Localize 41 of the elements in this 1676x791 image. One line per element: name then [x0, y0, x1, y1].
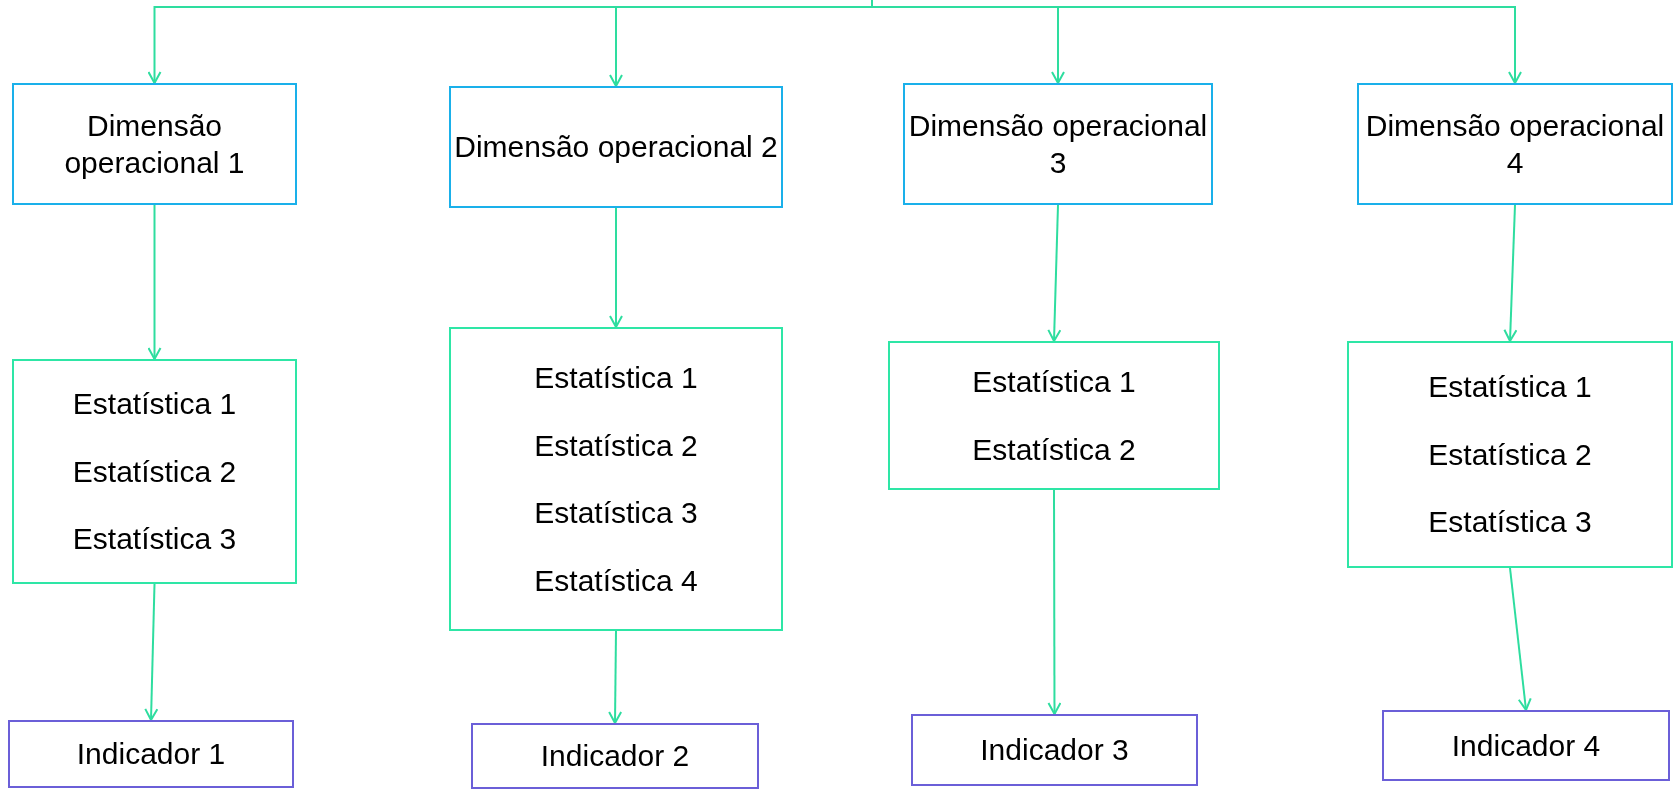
arrow [1503, 204, 1518, 342]
arrow [608, 630, 623, 724]
box-text: Estatística 1 [972, 364, 1136, 400]
box-text: Indicador 1 [76, 736, 226, 773]
dimension-box [1357, 83, 1673, 205]
box-text: Dimensão operacional 3 [907, 107, 1209, 181]
dimension-box [903, 83, 1213, 205]
box-text: Estatística 1 [534, 360, 698, 396]
statistics-box [12, 359, 297, 584]
dimension-box [12, 83, 297, 205]
indicator-box [8, 720, 294, 788]
box-text: Estatística 2 [534, 427, 698, 464]
box-text: Dimensão operacional 1 [63, 107, 246, 181]
box-text: Estatística 3 [1428, 504, 1592, 541]
arrow [1509, 567, 1532, 711]
box-text: Estatística 1 [72, 386, 237, 423]
statistics-box [888, 341, 1220, 490]
box-text: Estatística 4 [534, 562, 698, 599]
indicator-box [471, 723, 759, 789]
statistics-box [449, 327, 783, 631]
arrow [1047, 204, 1062, 342]
dimension-box [449, 86, 783, 208]
box-text: Estatística 3 [72, 521, 237, 558]
arrow [144, 583, 159, 721]
indicator-box [911, 714, 1198, 786]
box-text: Dimensão operacional 2 [454, 129, 778, 166]
box-text: Estatística 2 [972, 431, 1136, 468]
box-text: Indicador 3 [980, 732, 1129, 769]
indicator-box [1382, 710, 1670, 781]
box-text: Estatística 2 [72, 453, 237, 490]
box-text: Estatística 3 [534, 495, 698, 531]
box-text: Dimensão operacional 4 [1364, 107, 1666, 181]
statistics-box [1347, 341, 1673, 568]
box-text: Estatística 2 [1428, 436, 1592, 473]
box-text: Indicador 4 [1451, 727, 1601, 764]
arrow [871, 0, 1522, 84]
box-text: Indicador 2 [540, 738, 690, 775]
box-text: Estatística 1 [1428, 369, 1592, 406]
arrow [147, 204, 162, 360]
arrow [609, 207, 623, 328]
arrow [1047, 489, 1062, 715]
